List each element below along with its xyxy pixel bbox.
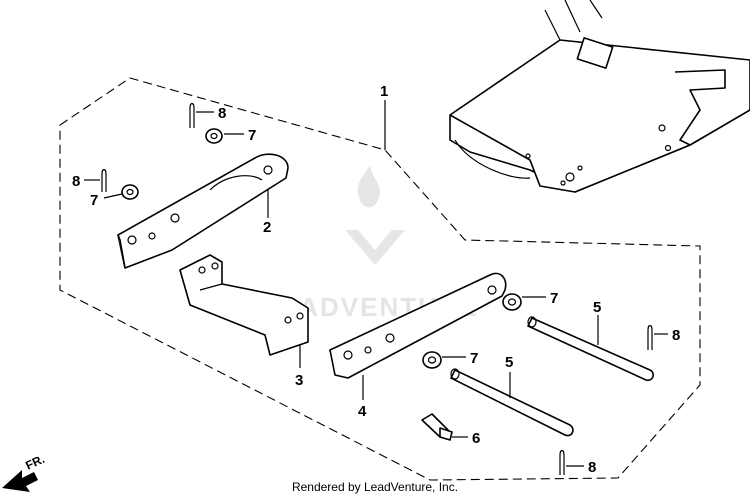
lower-plate [329,272,507,379]
callout-8a: 8 [218,105,226,122]
callout-7d: 7 [470,350,478,367]
callout-5a: 5 [593,299,601,316]
frame-assembly [449,0,750,193]
cotter-pin-left [101,168,107,192]
callout-5b: 5 [505,354,513,371]
callout-7a: 7 [248,127,256,144]
leader-7b [103,193,123,199]
callout-7c: 7 [550,290,558,307]
direction-label: FR. [23,452,46,473]
washer-center [422,351,442,369]
pin-lower [450,368,574,437]
u-bracket [179,254,309,356]
cotter-pin-top [189,102,195,128]
footer-credit: Rendered by LeadVenture, Inc. [291,480,459,494]
washer-right [502,293,522,311]
callout-6: 6 [472,430,480,447]
cotter-pin-right [647,324,653,350]
callout-3: 4 [358,403,367,420]
callout-8b: 8 [72,173,80,190]
cotter-pin-bottom [559,449,565,475]
washer-top [205,128,223,144]
callout-4: 3 [295,372,303,389]
pin-upper [527,316,655,382]
callout-8c: 8 [672,327,680,344]
callout-1: 1 [380,83,388,100]
upper-bracket [117,153,289,269]
callout-7b: 7 [90,192,98,209]
washer-left [121,184,139,200]
front-direction-arrow-icon [2,470,38,492]
callout-8d: 8 [588,459,596,476]
callout-2: 2 [263,219,271,236]
bolt [421,413,453,441]
assembly-outline [59,77,701,481]
